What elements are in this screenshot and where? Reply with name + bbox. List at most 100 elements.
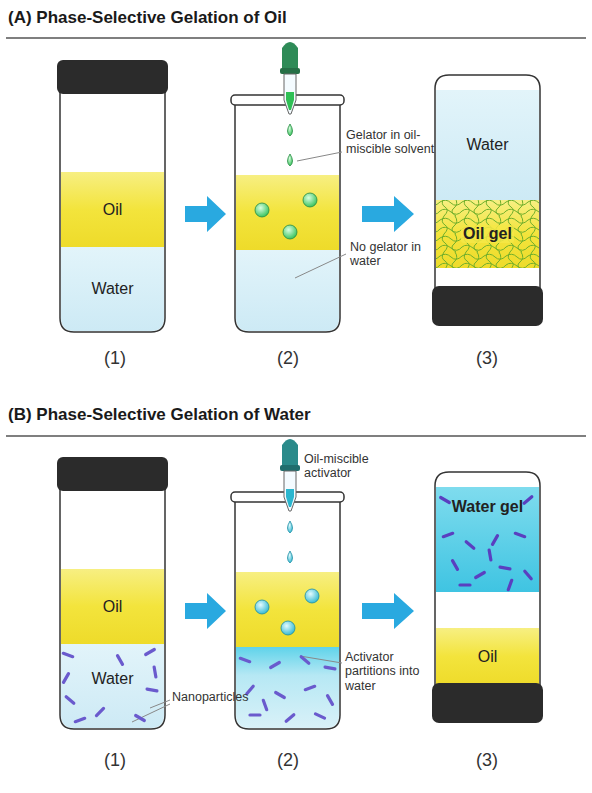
- drawing-part: [61, 569, 164, 644]
- nanoparticle: [453, 561, 458, 570]
- nanoparticle: [75, 718, 84, 721]
- nanoparticle: [460, 583, 470, 586]
- layer-band: Oil: [61, 569, 164, 644]
- drawing-part: [284, 74, 296, 114]
- layer-band: Water: [61, 644, 164, 714]
- nanoparticle: [328, 696, 333, 705]
- drawing-part: [282, 42, 298, 70]
- nanoparticle: [489, 550, 491, 560]
- drawing-part: [432, 286, 543, 326]
- layer-label: Water: [464, 136, 510, 154]
- layer-label: Water gel: [450, 498, 525, 516]
- layer-band: Water: [436, 90, 539, 200]
- drawing-part: [63, 497, 532, 722]
- panel-heading: (A) Phase-Selective Gelation of Oil: [8, 8, 584, 28]
- drawing-part: [436, 90, 539, 200]
- layer-label: Oil: [101, 201, 125, 219]
- nanoparticle: [136, 716, 145, 721]
- drawing-part: [286, 489, 294, 507]
- nanoparticle: [147, 689, 157, 691]
- drawing-part: [286, 92, 294, 110]
- nanoparticle: [271, 663, 280, 668]
- panel-heading: (B) Phase-Selective Gelation of Water: [8, 405, 584, 425]
- drawing-part: [132, 704, 170, 722]
- nanoparticle: [493, 536, 498, 545]
- layer-band: Oil gel: [436, 200, 539, 268]
- step-number: (3): [452, 348, 522, 369]
- nanoparticle: [154, 667, 156, 677]
- drawing-part: [288, 551, 293, 563]
- callout: Oil-miscible activator: [304, 452, 399, 481]
- callout: Gelator in oil-miscible solvent: [346, 128, 436, 157]
- nanoparticle: [515, 533, 524, 536]
- drawing-part: [305, 589, 319, 603]
- step-number: (1): [80, 348, 150, 369]
- drawing-part: [280, 465, 300, 471]
- drawing-part: [362, 196, 414, 232]
- nanoparticle: [315, 714, 324, 718]
- drawing-part: [255, 600, 269, 614]
- nanoparticle: [443, 533, 452, 536]
- nanoparticle: [524, 497, 532, 503]
- drawing-part: [295, 254, 346, 278]
- callout: Nanoparticles: [172, 690, 272, 704]
- layer-band: Water gel: [436, 487, 539, 527]
- drawing-part: [235, 497, 340, 729]
- drawing-part: [185, 593, 226, 629]
- drawing-part: [281, 621, 295, 635]
- drawing-part: [432, 683, 543, 723]
- drawing-part: [436, 487, 539, 592]
- step-number: (1): [80, 750, 150, 771]
- nanoparticle: [118, 656, 123, 665]
- drawing-part: [435, 75, 540, 288]
- drawing-part: [61, 172, 164, 247]
- step-number: (2): [253, 750, 323, 771]
- nanoparticle: [263, 700, 266, 709]
- nanoparticle: [301, 657, 309, 663]
- drawing-part: [284, 471, 296, 511]
- nanoparticle: [276, 693, 285, 698]
- drawing-part: [150, 700, 170, 708]
- drawing-part: [61, 247, 164, 331]
- nanoparticle: [325, 667, 335, 669]
- layer-label: Oil: [101, 598, 125, 616]
- nanoparticle: [64, 674, 69, 683]
- layer-label: Water: [89, 280, 135, 298]
- callout: No gelator in water: [350, 240, 430, 269]
- drawing-part: [282, 439, 298, 467]
- drawing-part: [185, 196, 226, 232]
- layer-label: Oil: [476, 648, 500, 666]
- nanoparticle: [250, 713, 260, 716]
- drawing-part: [57, 60, 168, 94]
- nanoparticle: [66, 697, 74, 703]
- drawing-part: [435, 472, 540, 685]
- drawing-part: [283, 225, 297, 239]
- drawing-part: [362, 593, 414, 629]
- drawing-part: [280, 68, 300, 74]
- step-number: (2): [253, 348, 323, 369]
- drawing-part: [255, 203, 269, 217]
- drawing-part: [288, 124, 293, 136]
- drawing-part: [236, 647, 339, 728]
- drawing-part: [6, 37, 586, 38]
- drawing-part: [236, 175, 339, 250]
- nanoparticle: [240, 658, 249, 661]
- nanoparticle: [500, 567, 510, 569]
- drawing-part: [235, 100, 340, 332]
- drawing-part: [297, 152, 342, 161]
- drawing-part: [300, 656, 342, 663]
- nanoparticle: [476, 573, 485, 578]
- nanoparticle: [441, 498, 450, 503]
- nanoparticle: [525, 571, 531, 579]
- nanoparticle: [305, 686, 314, 689]
- drawing-part: [436, 200, 539, 268]
- nanoparticle: [96, 708, 103, 715]
- drawing-part: [60, 489, 165, 729]
- drawing-part: [236, 572, 339, 647]
- drawing-part: [236, 250, 339, 331]
- drawing-part: [436, 628, 539, 685]
- drawing-part: [61, 644, 164, 728]
- drawing-part: [436, 200, 539, 268]
- nanoparticle: [508, 580, 511, 589]
